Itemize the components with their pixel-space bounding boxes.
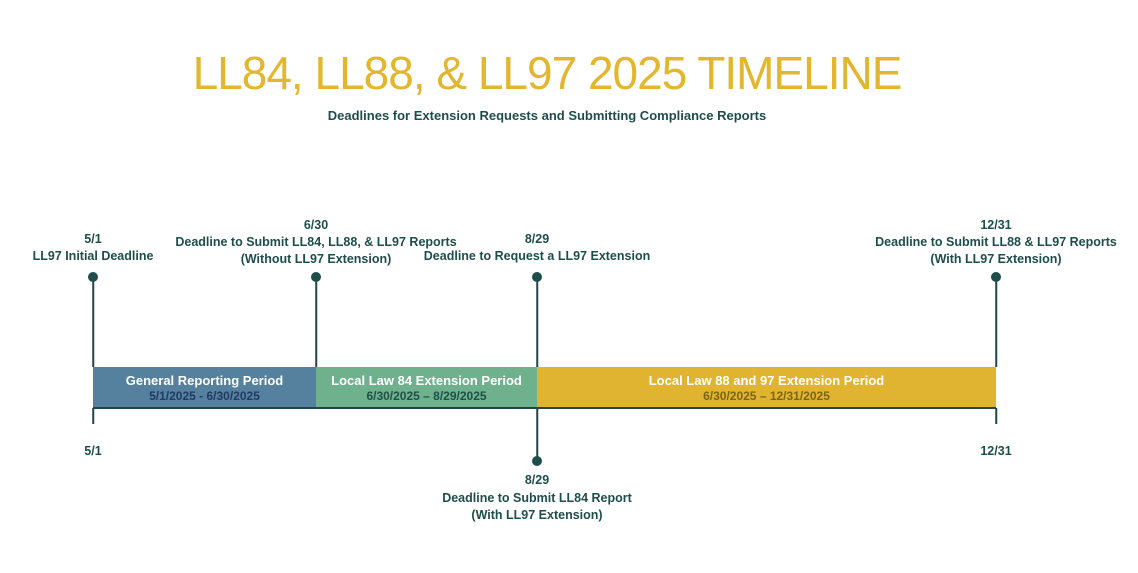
milestone-12-31-dot	[991, 272, 1001, 282]
milestone-line: Deadline to Submit LL84, LL88, & LL97 Re…	[175, 235, 457, 249]
milestone-date: 12/31	[980, 218, 1012, 232]
milestone-line: Deadline to Submit LL88 & LL97 Reports	[875, 235, 1117, 249]
axis-tick-end	[995, 408, 997, 424]
milestone-6-30-dot	[311, 272, 321, 282]
period-range: 6/30/2025 – 12/31/2025	[703, 388, 830, 403]
milestone-6-30-label: 6/30 Deadline to Submit LL84, LL88, & LL…	[175, 217, 456, 268]
milestone-line: (With LL97 Extension)	[471, 508, 603, 522]
milestone-date: 8/29	[524, 232, 550, 246]
milestone-12-31-label: 12/31 Deadline to Submit LL88 & LL97 Rep…	[875, 217, 1117, 268]
milestone-bottom-stem	[536, 408, 538, 458]
period-bar-general-reporting: General Reporting Period 5/1/2025 - 6/30…	[93, 367, 316, 408]
period-bar-ll84-extension: Local Law 84 Extension Period 6/30/2025 …	[316, 367, 537, 408]
milestone-12-31-stem	[995, 277, 997, 367]
axis-label-start: 5/1	[84, 444, 102, 458]
period-range: 5/1/2025 - 6/30/2025	[149, 388, 260, 403]
milestone-line: (Without LL97 Extension)	[240, 252, 392, 266]
milestone-line: (With LL97 Extension)	[930, 252, 1062, 266]
axis-label-end: 12/31	[980, 444, 1012, 458]
milestone-line: LL97 Initial Deadline	[32, 249, 154, 263]
page-title: LL84, LL88, & LL97 2025 TIMELINE	[192, 47, 903, 99]
axis-tick-start	[92, 408, 94, 424]
milestone-5-1-stem	[92, 277, 94, 367]
milestone-8-29-dot	[532, 272, 542, 282]
period-name: General Reporting Period	[125, 372, 284, 388]
milestone-date: 8/29	[524, 473, 550, 487]
milestone-line: Deadline to Request a LL97 Extension	[423, 249, 651, 263]
milestone-bottom-dot	[532, 456, 542, 466]
milestone-bottom-label: 8/29 Deadline to Submit LL84 Report (Wit…	[442, 472, 632, 525]
period-bar-ll88-97-extension: Local Law 88 and 97 Extension Period 6/3…	[537, 367, 996, 408]
page-subtitle: Deadlines for Extension Requests and Sub…	[327, 108, 767, 123]
milestone-date: 6/30	[303, 218, 329, 232]
milestone-date: 5/1	[84, 232, 102, 246]
milestone-8-29-stem	[536, 277, 538, 367]
milestone-5-1-label: 5/1 LL97 Initial Deadline	[33, 231, 154, 265]
milestone-6-30-stem	[315, 277, 317, 367]
period-name: Local Law 88 and 97 Extension Period	[648, 372, 885, 388]
milestone-line: Deadline to Submit LL84 Report	[442, 490, 632, 505]
period-range: 6/30/2025 – 8/29/2025	[366, 388, 487, 403]
period-name: Local Law 84 Extension Period	[331, 372, 522, 388]
axis-baseline	[93, 407, 996, 409]
milestone-8-29-label: 8/29 Deadline to Request a LL97 Extensio…	[424, 231, 650, 265]
milestone-5-1-dot	[88, 272, 98, 282]
